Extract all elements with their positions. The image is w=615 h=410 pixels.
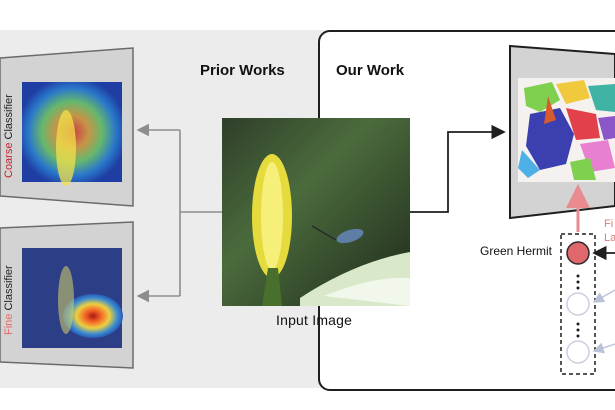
fine-suffix: Classifier — [3, 265, 15, 314]
segmentation-output — [509, 44, 615, 220]
fine-tag: Fine — [3, 313, 15, 335]
coarse-classifier-label: Coarse Classifier — [3, 94, 15, 178]
class-node-column — [560, 233, 596, 375]
prior-works-title: Prior Works — [200, 62, 285, 79]
input-image — [222, 118, 410, 306]
coarse-classifier — [0, 47, 134, 207]
active-node-label: Green Hermit — [480, 244, 553, 258]
incoming-arrows — [592, 245, 615, 354]
fine-classifier — [0, 221, 134, 369]
inactive-class-node — [566, 340, 590, 364]
input-image-caption: Input Image — [276, 312, 353, 328]
side-label-line-1: Fi — [604, 218, 614, 230]
active-class-node — [566, 241, 590, 265]
coarse-suffix: Classifier — [3, 94, 15, 143]
node-dashed-box — [560, 233, 596, 375]
prior-arrows — [136, 123, 222, 303]
our-work-arrow — [410, 124, 506, 213]
side-label-line-2: La — [604, 232, 615, 244]
fine-classifier-label: Fine Classifier — [3, 265, 15, 335]
inactive-class-node — [566, 292, 590, 316]
our-work-title: Our Work — [336, 62, 405, 79]
coarse-tag: Coarse — [3, 142, 15, 178]
